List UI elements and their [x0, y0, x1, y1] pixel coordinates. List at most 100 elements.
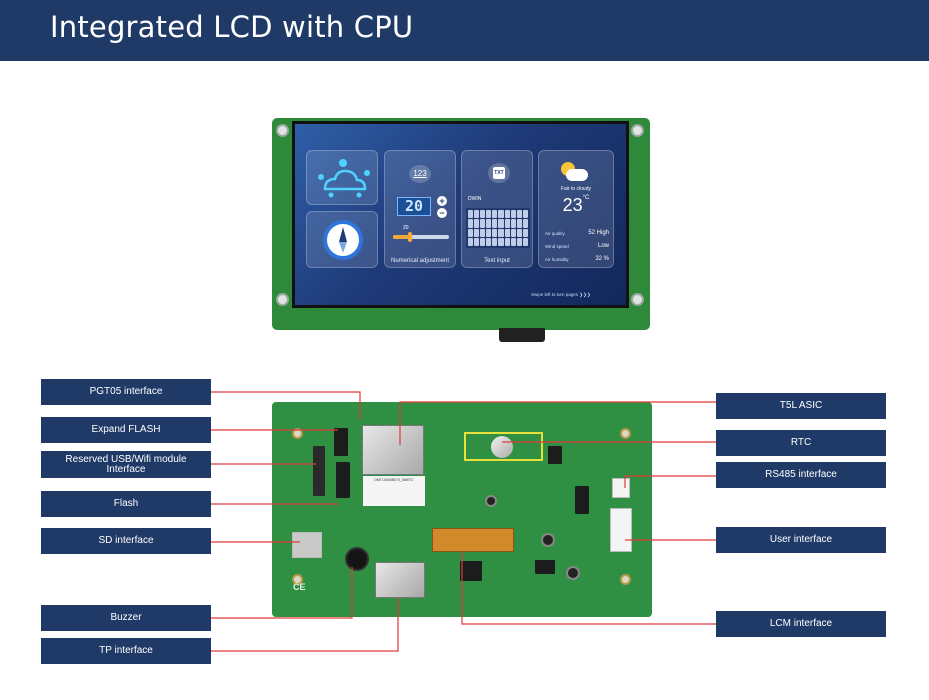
- callout-expand-flash: Expand FLASH: [41, 417, 211, 443]
- keyboard-key[interactable]: [522, 237, 528, 246]
- value-slider[interactable]: [393, 232, 449, 242]
- keyboard-key[interactable]: [480, 228, 486, 237]
- keyboard-key[interactable]: [516, 237, 522, 246]
- ic-chip: [575, 486, 589, 514]
- plus-button[interactable]: +: [437, 196, 447, 206]
- cloud-card: [306, 150, 378, 205]
- on-screen-keyboard[interactable]: [466, 208, 530, 248]
- lcd-screen: 123 20 + − 20 Numerical adjustment TXT D…: [292, 121, 629, 308]
- callout-pgt05: PGT05 interface: [41, 379, 211, 405]
- keyboard-key[interactable]: [504, 228, 510, 237]
- swipe-hint[interactable]: Swipe left to turn pages ❯❯❯: [531, 292, 591, 297]
- callout-rs485: RS485 interface: [716, 462, 886, 488]
- keyboard-key[interactable]: [486, 228, 492, 237]
- fpc-tab: [499, 328, 545, 342]
- callout-tp: TP interface: [41, 638, 211, 664]
- text-card-label: Text input: [484, 258, 510, 264]
- mounting-hole: [631, 293, 644, 306]
- slider-fill: [393, 235, 410, 239]
- numeric-value[interactable]: 20: [397, 197, 431, 216]
- expand-flash-chip: [334, 428, 348, 456]
- keyboard-key[interactable]: [498, 219, 504, 228]
- numeric-card: 123 20 + − 20 Numerical adjustment: [384, 150, 456, 268]
- ic-chip: [535, 560, 555, 574]
- flash-chip: [336, 462, 350, 498]
- numeric-badge: 123: [409, 165, 431, 183]
- keyboard-key[interactable]: [480, 210, 486, 219]
- capacitor: [485, 495, 497, 507]
- temperature: 23°C: [562, 195, 590, 215]
- keyboard-key[interactable]: [492, 237, 498, 246]
- keyboard-key[interactable]: [522, 219, 528, 228]
- numeric-card-label: Numerical adjustment: [390, 258, 450, 264]
- keyboard-key[interactable]: [486, 237, 492, 246]
- txt-icon: TXT: [493, 167, 505, 179]
- keyboard-key[interactable]: [510, 237, 516, 246]
- keyboard-key[interactable]: [522, 210, 528, 219]
- keyboard-key[interactable]: [468, 210, 474, 219]
- keyboard-key[interactable]: [492, 228, 498, 237]
- keyboard-title: DWIN: [468, 196, 482, 202]
- keyboard-key[interactable]: [516, 219, 522, 228]
- keyboard-key[interactable]: [474, 237, 480, 246]
- keyboard-key[interactable]: [468, 228, 474, 237]
- capacitor: [541, 533, 555, 547]
- mounting-hole: [276, 293, 289, 306]
- keyboard-key[interactable]: [516, 228, 522, 237]
- weather-condition: Fair to cloudy: [560, 186, 591, 192]
- callout-t5l-asic: T5L ASIC: [716, 393, 886, 419]
- callout-buzzer: Buzzer: [41, 605, 211, 631]
- tp-connector: [375, 562, 425, 598]
- keyboard-key[interactable]: [498, 237, 504, 246]
- callout-lcm: LCM interface: [716, 611, 886, 637]
- keyboard-key[interactable]: [492, 219, 498, 228]
- partly-cloudy-icon: [559, 162, 589, 182]
- text-input-card: TXT DWIN Text input: [461, 150, 533, 268]
- pcb-board: [272, 402, 652, 617]
- keyboard-key[interactable]: [492, 210, 498, 219]
- user-connector: [610, 508, 632, 552]
- ic-chip: [548, 446, 562, 464]
- callout-usb-wifi: Reserved USB/Wifi module Interface: [41, 451, 211, 478]
- keyboard-key[interactable]: [468, 219, 474, 228]
- rtc-crystal: [491, 436, 513, 458]
- minus-button[interactable]: −: [437, 208, 447, 218]
- keyboard-key[interactable]: [510, 219, 516, 228]
- keyboard-key[interactable]: [480, 237, 486, 246]
- keyboard-key[interactable]: [474, 210, 480, 219]
- rs485-connector: [612, 478, 630, 498]
- keyboard-key[interactable]: [504, 237, 510, 246]
- keyboard-key[interactable]: [474, 219, 480, 228]
- keyboard-key[interactable]: [486, 210, 492, 219]
- lcm-fpc-connector: [432, 528, 514, 552]
- keyboard-key[interactable]: [516, 210, 522, 219]
- text-badge: TXT: [488, 163, 510, 183]
- callout-flash: Flash: [41, 491, 211, 517]
- keyboard-key[interactable]: [504, 210, 510, 219]
- keyboard-key[interactable]: [498, 210, 504, 219]
- keyboard-key[interactable]: [486, 219, 492, 228]
- keyboard-key[interactable]: [510, 228, 516, 237]
- capacitor: [566, 566, 580, 580]
- keyboard-key[interactable]: [504, 219, 510, 228]
- mounting-hole: [620, 574, 631, 585]
- cloud-network-icon: [318, 159, 370, 198]
- keyboard-key[interactable]: [474, 228, 480, 237]
- sd-slot: [292, 532, 322, 558]
- keyboard-key[interactable]: [480, 219, 486, 228]
- buzzer-component: [345, 547, 369, 571]
- page-title: Integrated LCD with CPU: [50, 10, 414, 44]
- slider-knob[interactable]: [407, 232, 412, 242]
- page-header: Integrated LCD with CPU: [0, 0, 929, 61]
- callout-rtc: RTC: [716, 430, 886, 456]
- keyboard-key[interactable]: [522, 228, 528, 237]
- compass-card: [306, 211, 378, 268]
- keyboard-key[interactable]: [498, 228, 504, 237]
- keyboard-key[interactable]: [468, 237, 474, 246]
- slider-value: 20: [403, 225, 409, 231]
- keyboard-key[interactable]: [510, 210, 516, 219]
